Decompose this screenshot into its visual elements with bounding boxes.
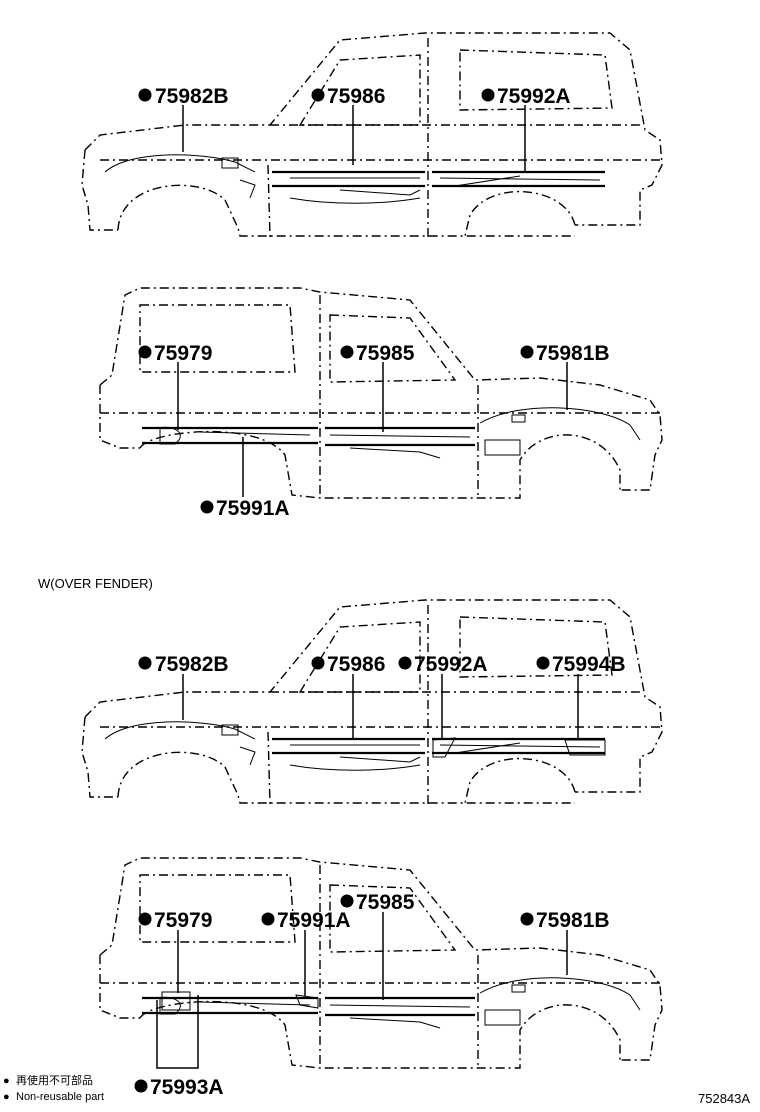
part-labels: 75982B 75986 75992A 75979 75985 75981B 7… — [38, 85, 626, 1099]
part-label-v4-75985[interactable]: 75985 — [340, 891, 415, 914]
legend-text-jp: 再使用不可部品 — [16, 1073, 93, 1087]
part-label-v2-75981B[interactable]: 75981B — [520, 342, 610, 365]
part-label-v3-75992A[interactable]: 75992A — [398, 653, 488, 676]
svg-text:75985: 75985 — [356, 342, 415, 365]
svg-text:75982B: 75982B — [155, 653, 229, 676]
part-label-v1-75982B[interactable]: 75982B — [138, 85, 229, 108]
part-label-v4-75979[interactable]: 75979 — [138, 909, 213, 932]
svg-text:75981B: 75981B — [536, 342, 610, 365]
svg-text:75982B: 75982B — [155, 85, 229, 108]
svg-text:75986: 75986 — [327, 653, 385, 676]
part-label-v4-75993A[interactable]: 75993A — [134, 1076, 224, 1099]
part-label-v2-75991A[interactable]: 75991A — [200, 497, 290, 520]
svg-text:75985: 75985 — [356, 891, 415, 914]
legend-marker-jp: ● — [3, 1075, 10, 1087]
vehicle-view-4 — [98, 856, 664, 1070]
vehicle-view-3 — [80, 598, 664, 807]
part-label-v3-75982B[interactable]: 75982B — [138, 653, 229, 676]
part-label-v2-75985[interactable]: 75985 — [340, 342, 415, 365]
part-label-v4-75991A[interactable]: 75991A — [261, 909, 351, 932]
svg-text:75992A: 75992A — [414, 653, 488, 676]
legend-marker-en: ● — [3, 1091, 10, 1103]
part-label-v1-75992A[interactable]: 75992A — [481, 85, 571, 108]
svg-text:75986: 75986 — [327, 85, 385, 108]
svg-text:75993A: 75993A — [150, 1076, 224, 1099]
svg-text:75981B: 75981B — [536, 909, 610, 932]
svg-text:75991A: 75991A — [216, 497, 290, 520]
section-label-over-fender: W(OVER FENDER) — [38, 576, 153, 591]
part-label-v1-75986[interactable]: 75986 — [311, 85, 386, 108]
part-label-v2-75979[interactable]: 75979 — [138, 342, 213, 365]
diagram-code: 752843A — [698, 1091, 750, 1106]
part-label-v4-75981B[interactable]: 75981B — [520, 909, 610, 932]
svg-text:75994B: 75994B — [552, 653, 626, 676]
svg-text:75992A: 75992A — [497, 85, 571, 108]
legend-text-en: Non-reusable part — [16, 1091, 104, 1103]
part-label-v3-75994B[interactable]: 75994B — [536, 653, 626, 676]
svg-text:75991A: 75991A — [277, 909, 351, 932]
vehicle-view-1 — [80, 31, 664, 240]
vehicle-view-2 — [98, 286, 664, 500]
part-label-v3-75986[interactable]: 75986 — [311, 653, 386, 676]
svg-text:75979: 75979 — [154, 342, 212, 365]
svg-text:75979: 75979 — [154, 909, 212, 932]
legend: ● 再使用不可部品 ● Non-reusable part — [3, 1073, 104, 1103]
